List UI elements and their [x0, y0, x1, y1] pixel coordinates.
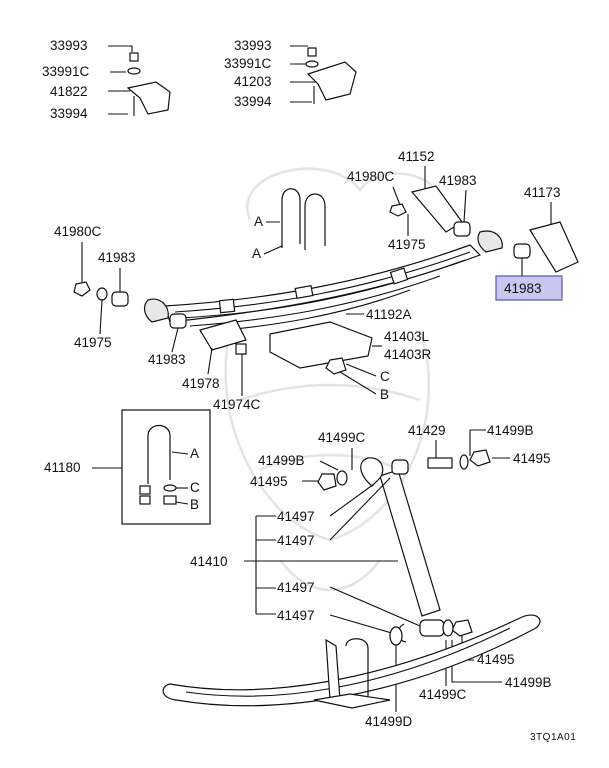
- label-41983-b[interactable]: 41983: [98, 250, 136, 265]
- label-41499c-bottom[interactable]: 41499C: [419, 687, 467, 702]
- nut-icon: [389, 203, 407, 217]
- hanger-plate-icon: [199, 319, 247, 351]
- label-41192a[interactable]: 41192A: [366, 307, 412, 322]
- washer-icon: [127, 67, 141, 75]
- label-41975-b[interactable]: 41975: [74, 335, 112, 350]
- label-41429[interactable]: 41429: [408, 423, 446, 438]
- label-41983-c[interactable]: 41983: [148, 352, 186, 367]
- nut-icon: [73, 281, 91, 297]
- label-41980c-a[interactable]: 41980C: [347, 169, 395, 184]
- eye-bushing-icon: [143, 298, 169, 323]
- kit-letter-c[interactable]: C: [190, 480, 200, 495]
- label-41495-bottom[interactable]: 41495: [477, 652, 515, 667]
- nut-icon: [129, 52, 139, 62]
- label-41499d[interactable]: 41499D: [365, 714, 413, 729]
- label-41497-d[interactable]: 41497: [277, 608, 315, 623]
- nut-icon: [139, 485, 151, 495]
- label-41980c-b[interactable]: 41980C: [54, 224, 102, 239]
- shackle-icon: [529, 221, 579, 273]
- ubolt-letter-c[interactable]: C: [380, 369, 390, 384]
- label-41499b-left[interactable]: 41499B: [258, 453, 305, 468]
- bushing-icon: [513, 243, 531, 259]
- label-33993[interactable]: 33993: [50, 38, 88, 53]
- stud-icon: [427, 457, 453, 469]
- label-41497-b[interactable]: 41497: [277, 533, 315, 548]
- label-41495-left[interactable]: 41495: [250, 474, 288, 489]
- label-41173[interactable]: 41173: [524, 185, 561, 200]
- ubolt-letter-b[interactable]: B: [380, 387, 389, 402]
- u-bolts: A A: [252, 188, 326, 261]
- bracket-icon: [126, 81, 171, 115]
- washer-icon: [305, 60, 319, 68]
- label-41403r[interactable]: 41403R: [384, 347, 432, 362]
- top-mid-group: 33993 33991C 41203 33994: [224, 38, 357, 109]
- label-41978[interactable]: 41978: [182, 376, 220, 391]
- kit-letter-b[interactable]: B: [190, 497, 199, 512]
- label-41403l[interactable]: 41403L: [384, 329, 430, 344]
- ubolt-letter-a1[interactable]: A: [254, 214, 263, 229]
- label-41497-c[interactable]: 41497: [277, 580, 315, 595]
- diagram-code: 3TQ1A01: [530, 732, 576, 743]
- label-41152[interactable]: 41152: [398, 149, 435, 164]
- label-33991c[interactable]: 33991C: [42, 64, 90, 79]
- label-33993b[interactable]: 33993: [234, 38, 272, 53]
- label-41975-a[interactable]: 41975: [388, 237, 426, 252]
- highlighted-label-box: [495, 275, 563, 301]
- label-41497-a[interactable]: 41497: [277, 509, 315, 524]
- label-33994[interactable]: 33994: [50, 106, 88, 121]
- lower-leaf-spring: [162, 614, 541, 709]
- kit-letter-a[interactable]: A: [190, 446, 199, 461]
- bracket-icon: [306, 61, 357, 101]
- leaf-spring: [164, 244, 482, 333]
- bushing-icon: [169, 313, 187, 329]
- label-41499c-top[interactable]: 41499C: [318, 430, 366, 445]
- nut-icon: [307, 47, 317, 57]
- shock-body-icon: [379, 469, 441, 617]
- label-41499b-bottom[interactable]: 41499B: [505, 675, 552, 690]
- ubolt-letter-a2[interactable]: A: [252, 246, 261, 261]
- bolt-head-icon: [235, 343, 247, 355]
- washer-icon: [163, 484, 177, 492]
- label-41822[interactable]: 41822: [50, 84, 88, 99]
- label-41974c[interactable]: 41974C: [213, 397, 261, 412]
- spring-seat-icon: [269, 321, 373, 369]
- label-41180[interactable]: 41180: [44, 460, 81, 475]
- bushing-icon: [111, 291, 129, 307]
- label-33991c-b[interactable]: 33991C: [224, 56, 272, 71]
- bushing-icon: [453, 221, 471, 237]
- shock-absorber: 41429 41499C 41499B 41499B 41495 41495 4…: [190, 423, 552, 729]
- washer-icon: [96, 287, 108, 301]
- label-41499b-top[interactable]: 41499B: [487, 423, 534, 438]
- eye-bushing-icon: [477, 230, 503, 253]
- ubolt-kit: 41180 A C B: [44, 409, 211, 525]
- label-41410[interactable]: 41410: [190, 554, 228, 569]
- label-41983-a[interactable]: 41983: [439, 173, 477, 188]
- label-41203[interactable]: 41203: [234, 74, 272, 89]
- top-left-group: 33993 33991C 41822 33994: [42, 38, 171, 121]
- label-41495-right[interactable]: 41495: [513, 451, 551, 466]
- label-41983-highlighted[interactable]: 41983: [504, 281, 542, 296]
- label-33994b[interactable]: 33994: [234, 94, 272, 109]
- ubolt-icon: [147, 424, 171, 484]
